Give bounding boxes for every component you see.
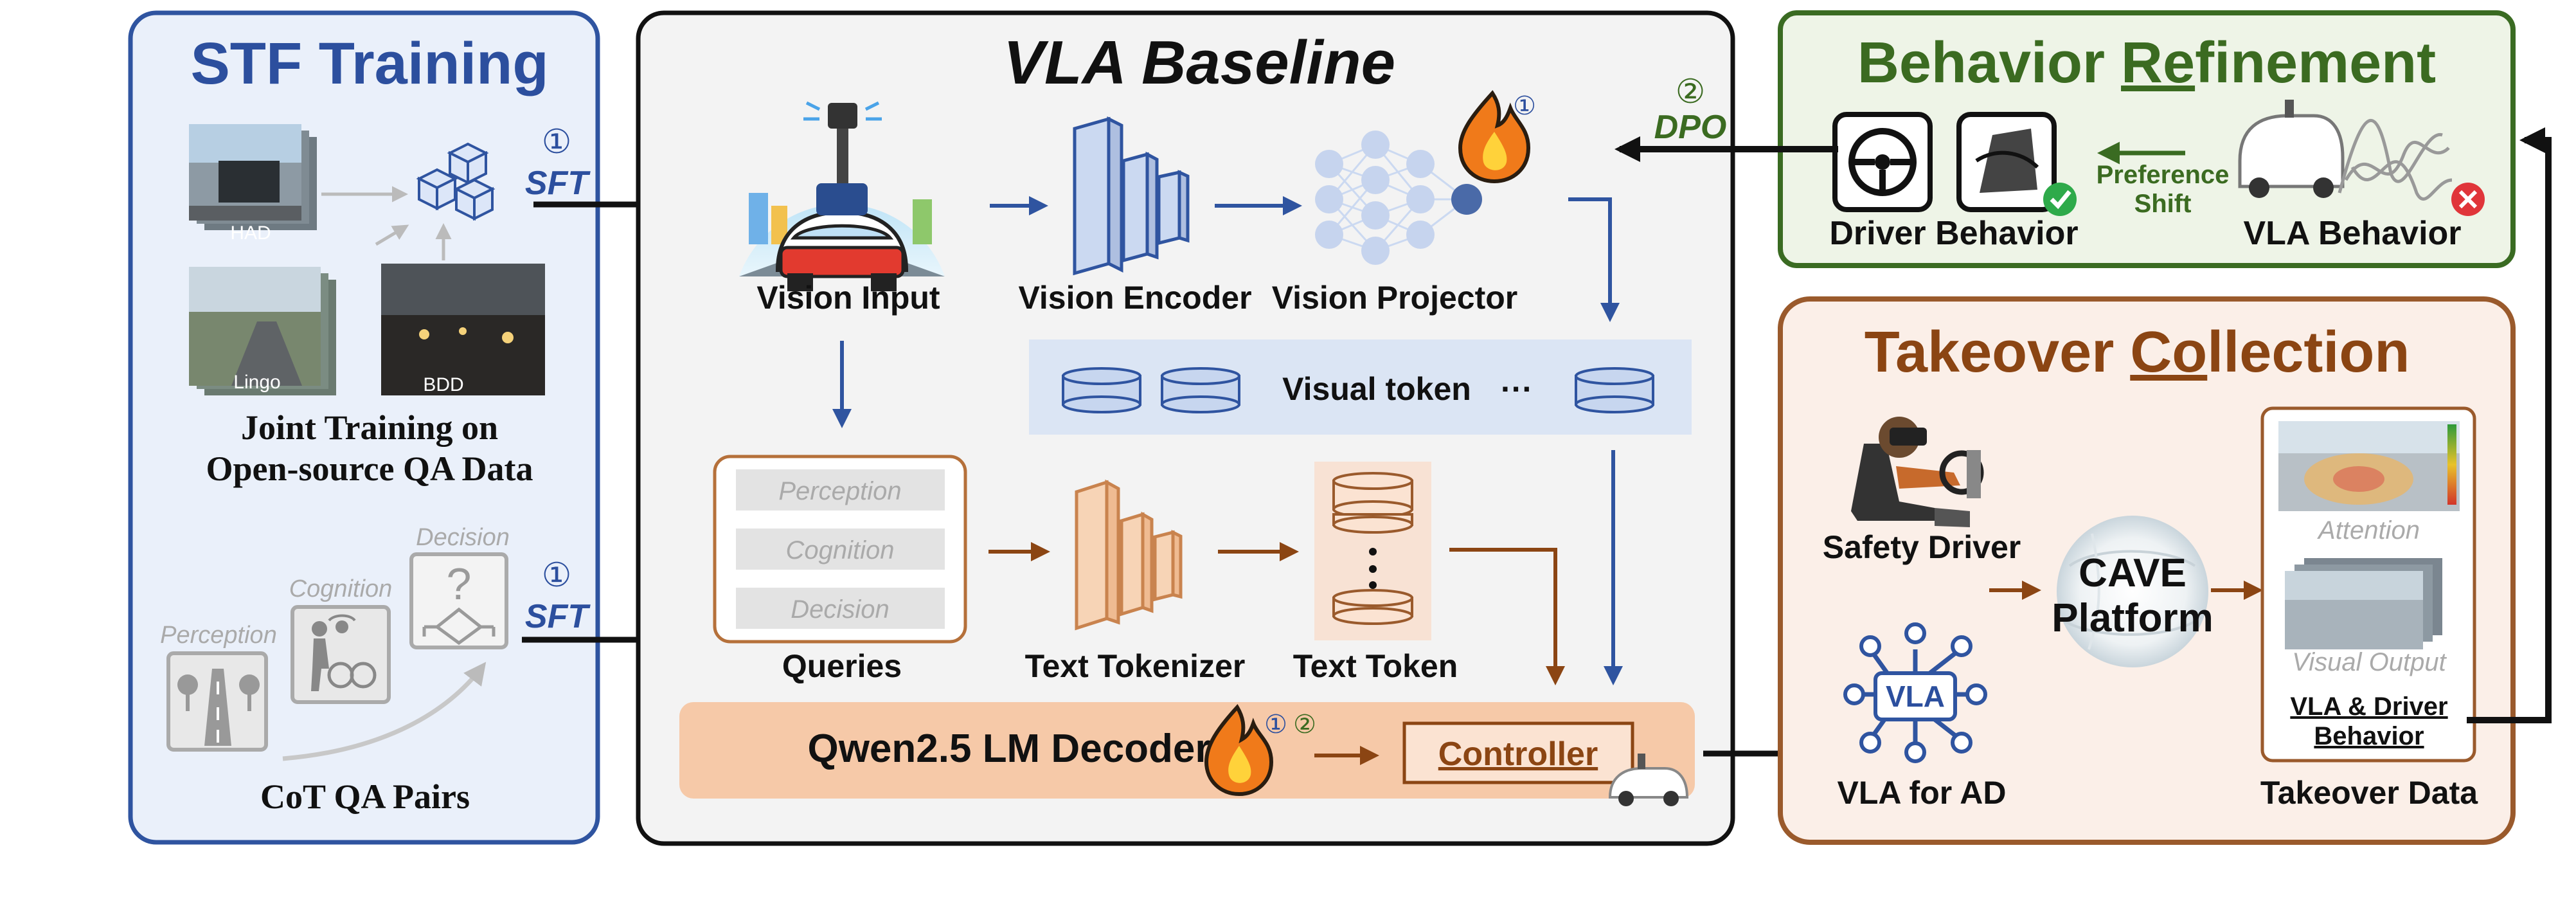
takeover-data-card: Attention Visual Output VLA & Driver Beh… — [2260, 406, 2476, 763]
bdd-label: BDD — [423, 374, 463, 395]
attention-label: Attention — [2317, 516, 2420, 545]
text-tokenizer-label: Text Tokenizer — [1025, 648, 1246, 684]
vla-driver-line2: Behavior — [2314, 722, 2424, 750]
trainable-fire-icon — [1458, 90, 1531, 184]
text-token-label: Text Token — [1293, 648, 1458, 684]
cave-line1: CAVE — [2079, 551, 2187, 595]
stf-training-panel: STF Training HAD Lingo — [128, 10, 600, 845]
cot-cognition-label: Cognition — [289, 575, 393, 602]
decoder-badge-1: ① — [1264, 710, 1287, 739]
preference-line2: Shift — [2134, 190, 2192, 218]
query-cognition: Cognition — [785, 536, 894, 565]
cot-qa-title: CoT QA Pairs — [260, 777, 470, 816]
vla-network-icon: VLA — [1843, 622, 1987, 763]
sft-bottom-label: SFT — [525, 598, 591, 635]
text-tokenizer-icon — [1075, 479, 1183, 631]
queries-box: Perception Cognition Decision — [713, 455, 967, 644]
bdd-dataset-image: BDD — [381, 264, 545, 395]
vla-title: VLA Baseline — [1003, 28, 1395, 97]
cot-perception-label: Perception — [160, 622, 277, 649]
visual-output-label: Visual Output — [2292, 648, 2447, 676]
vision-encoder-label: Vision Encoder — [1018, 280, 1251, 316]
svg-text:?: ? — [447, 559, 472, 609]
takeover-data-label: Takeover Data — [2260, 775, 2478, 811]
stf-title: STF Training — [190, 31, 548, 96]
takeover-collection-panel: Takeover Collection Safety Driver CAVE P… — [1778, 296, 2516, 845]
behavior-refinement-panel: Behavior Refinement Driver Behavior Pref… — [1778, 10, 2516, 268]
perception-icon — [166, 651, 268, 752]
vision-input-icon — [739, 101, 945, 291]
joint-training-line1: Joint Training on — [241, 408, 498, 447]
vla-network-badge: VLA — [1886, 680, 1945, 713]
queries-label: Queries — [782, 648, 902, 684]
takeover-to-behavior-arrow — [2467, 127, 2552, 723]
vision-projector-icon — [1315, 131, 1482, 265]
lm-decoder-label: Qwen2.5 LM Decoder — [807, 727, 1210, 771]
vla-behavior-label: VLA Behavior — [2243, 215, 2461, 252]
safety-driver-label: Safety Driver — [1823, 529, 2021, 565]
cot-progression-arrow — [282, 662, 487, 761]
steering-wheel-icon — [1832, 112, 1933, 212]
vla-for-ad-label: VLA for AD — [1838, 775, 2007, 811]
sft-top-number: ① — [542, 123, 572, 161]
lingo-to-cubes-arrow — [375, 224, 409, 246]
token-to-decoder-arrow — [1449, 548, 1565, 685]
sft-top-label: SFT — [525, 165, 591, 202]
behavior-title: Behavior Refinement — [1857, 31, 2436, 95]
dpo-number: ② — [1676, 73, 1706, 111]
vla-car-trajectory-icon — [2238, 100, 2485, 216]
brake-pedal-icon — [1956, 112, 2077, 216]
had-dataset-image: HAD — [189, 124, 317, 244]
joint-training-line2: Open-source QA Data — [206, 449, 533, 488]
projector-to-tokens-arrow — [1568, 197, 1620, 322]
dataset-cubes-icon — [416, 142, 496, 221]
cognition-icon — [291, 605, 391, 704]
visual-token-band: Visual token ··· — [1029, 339, 1692, 435]
cave-line2: Platform — [2052, 596, 2213, 640]
vla-baseline-panel: VLA Baseline Vision Input Vision En — [636, 10, 1735, 846]
vision-input-label: Vision Input — [756, 280, 940, 316]
decoder-badge-2: ② — [1293, 710, 1316, 739]
vla-driver-line1: VLA & Driver — [2290, 692, 2447, 721]
safety-driver-simulator-icon — [1851, 417, 1984, 527]
vision-projector-label: Vision Projector — [1272, 280, 1518, 316]
lm-decoder-bar: Qwen2.5 LM Decoder ① ② Controller — [679, 702, 1695, 806]
driver-behavior-label: Driver Behavior — [1829, 215, 2078, 252]
preference-line1: Preference — [2097, 161, 2230, 189]
visual-token-label: Visual token — [1282, 371, 1471, 407]
had-label: HAD — [230, 222, 271, 244]
dpo-label: DPO — [1654, 109, 1727, 146]
projector-badge-1: ① — [1513, 91, 1536, 121]
cave-platform-globe — [2057, 516, 2208, 667]
takeover-title: Takeover Collection — [1865, 320, 2410, 384]
visual-token-ellipsis: ··· — [1501, 371, 1533, 407]
text-token-stack — [1314, 462, 1431, 640]
sft-bottom-number: ① — [542, 556, 572, 595]
query-perception: Perception — [778, 477, 901, 505]
decision-icon: ? — [409, 552, 508, 649]
controller-box — [1402, 721, 1634, 784]
lingo-dataset-image: Lingo — [189, 267, 336, 395]
query-decision: Decision — [791, 595, 889, 624]
lingo-label: Lingo — [233, 372, 280, 393]
autonomous-car-icon — [1608, 754, 1689, 806]
vision-encoder-icon — [1073, 116, 1190, 276]
cot-decision-label: Decision — [416, 524, 510, 551]
controller-label: Controller — [1438, 736, 1598, 773]
decoder-fire-icon — [1204, 704, 1274, 797]
